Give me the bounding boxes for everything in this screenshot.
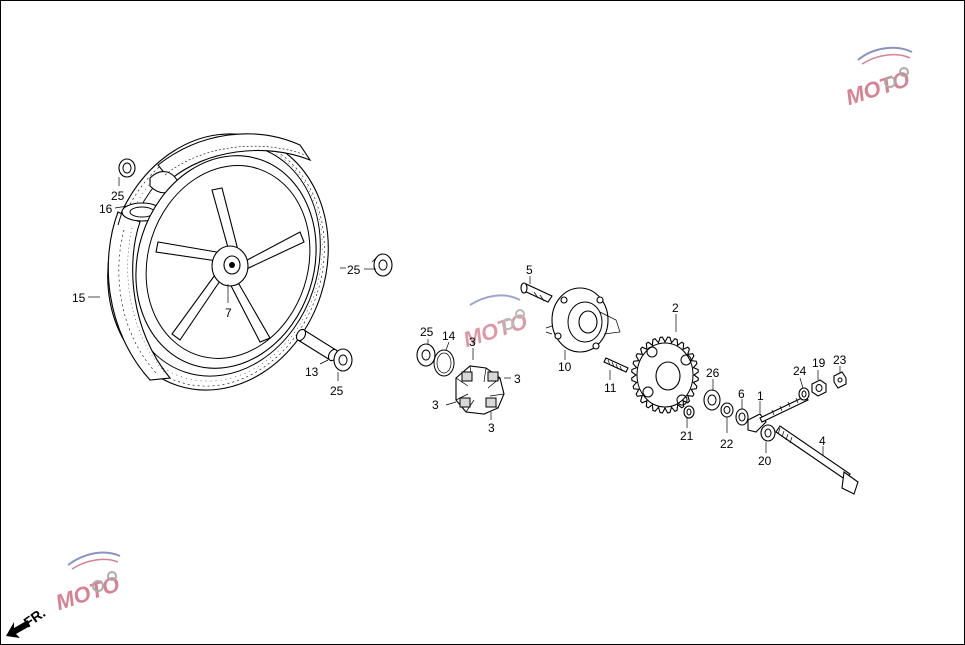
bearing-part-25-top bbox=[118, 158, 136, 178]
part-number-labels: 25 16 15 7 25 13 25 25 14 3 3 3 3 5 10 1… bbox=[72, 189, 847, 468]
svg-text:MOTO: MOTO bbox=[53, 571, 123, 615]
watermark-logo-top-right: MOTO bbox=[843, 46, 913, 110]
collar-part-6 bbox=[735, 408, 749, 426]
tire-tread-band bbox=[107, 211, 172, 381]
front-direction-indicator: FR. bbox=[6, 604, 48, 638]
washer-part-24 bbox=[798, 387, 810, 401]
stud-bolt-part-5 bbox=[520, 282, 553, 303]
bearing-part-25-mid bbox=[371, 253, 393, 277]
label-3-top: 3 bbox=[469, 335, 476, 349]
label-23: 23 bbox=[833, 353, 847, 367]
bolt-part-11 bbox=[603, 357, 629, 373]
spacer-part-13 bbox=[295, 328, 339, 362]
cap-nut-part-23 bbox=[833, 371, 847, 389]
label-16: 16 bbox=[99, 202, 113, 216]
label-22: 22 bbox=[720, 437, 734, 451]
label-3-left: 3 bbox=[432, 398, 439, 412]
label-3-bottom: 3 bbox=[488, 421, 495, 435]
bearing-part-25-low bbox=[333, 348, 353, 372]
label-5: 5 bbox=[526, 263, 533, 277]
nut-part-21 bbox=[683, 405, 695, 419]
damper-rubber-part-3 bbox=[455, 365, 505, 415]
sprocket-flange-part-10 bbox=[545, 287, 621, 353]
rim-part-7 bbox=[135, 155, 317, 369]
label-6: 6 bbox=[738, 387, 745, 401]
label-11: 11 bbox=[604, 381, 617, 395]
label-20: 20 bbox=[758, 454, 772, 468]
label-7: 7 bbox=[225, 306, 232, 320]
sprocket-part-2 bbox=[631, 336, 699, 414]
front-arrow-icon bbox=[6, 620, 30, 638]
label-24: 24 bbox=[793, 364, 807, 378]
tire-cutaway-section bbox=[149, 133, 312, 194]
axle-part-4 bbox=[775, 425, 859, 495]
label-19: 19 bbox=[812, 356, 826, 370]
label-13: 13 bbox=[305, 365, 319, 379]
label-1: 1 bbox=[757, 389, 764, 403]
bearing-part-26 bbox=[703, 389, 721, 411]
svg-text:MOTO: MOTO bbox=[843, 66, 913, 110]
chain-adjuster-part-1 bbox=[747, 395, 809, 433]
label-2: 2 bbox=[672, 301, 679, 315]
nut-part-19 bbox=[811, 379, 827, 397]
label-26: 26 bbox=[706, 366, 720, 380]
leader-lines bbox=[88, 177, 841, 456]
label-25-low: 25 bbox=[330, 384, 344, 398]
label-21: 21 bbox=[680, 429, 694, 443]
label-15: 15 bbox=[72, 291, 86, 305]
label-14: 14 bbox=[442, 329, 456, 343]
watermark-logo-bottom-left: MOTO bbox=[53, 551, 123, 615]
bearing-part-25-damper bbox=[416, 343, 436, 367]
label-25-damper: 25 bbox=[420, 325, 434, 339]
label-25-mid: 25 bbox=[347, 263, 361, 277]
label-25-top: 25 bbox=[111, 189, 125, 203]
label-3-right: 3 bbox=[514, 372, 521, 386]
washer-part-22 bbox=[720, 402, 734, 418]
label-10: 10 bbox=[558, 360, 572, 374]
nut-part-20 bbox=[760, 424, 776, 442]
label-4: 4 bbox=[819, 434, 826, 448]
o-ring-part-14 bbox=[433, 349, 455, 377]
